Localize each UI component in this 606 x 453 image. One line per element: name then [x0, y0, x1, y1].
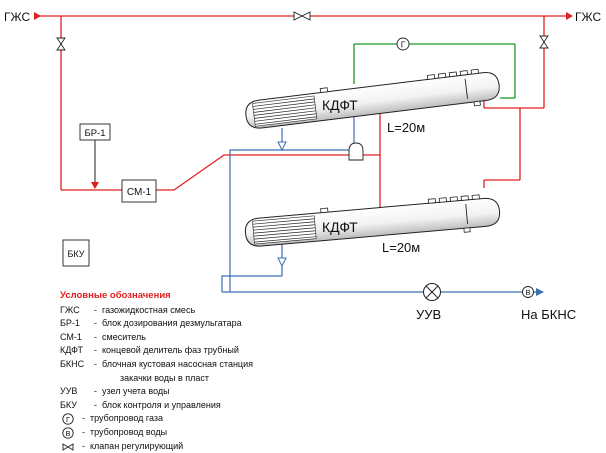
legend-description: - блок контроля и управления — [94, 399, 221, 410]
water-pipe-symbol-icon: В — [62, 427, 74, 439]
kdft-top-label: КДФТ — [322, 97, 358, 113]
water-lines — [221, 116, 536, 293]
outlet-arrow-right — [566, 12, 573, 20]
legend-description: - трубопровод воды — [82, 426, 168, 437]
inlet-label-gzs: ГЖС — [4, 10, 30, 24]
kdft-top-vessel[interactable] — [244, 67, 501, 134]
legend-item-uuv: УУВ - узел учета воды — [60, 385, 360, 399]
legend-code: БКНС — [60, 358, 85, 369]
water-direction-arrows — [277, 141, 287, 268]
svg-text:БР-1: БР-1 — [84, 128, 105, 139]
outlet-label-gzs: ГЖС — [575, 10, 601, 24]
uuv-label: УУВ — [416, 307, 441, 322]
legend-item-kdft: КДФТ - концевой делитель фаз трубный — [60, 344, 360, 358]
svg-text:Г: Г — [401, 40, 406, 50]
gas-pipe-symbol-icon: Г — [62, 413, 74, 425]
legend-description: - блочная кустовая насосная станция — [94, 358, 253, 369]
sm1-mixer[interactable]: СМ-1 — [121, 179, 157, 203]
legend-symbol-gas: Г - трубопровод газа — [60, 412, 360, 426]
water-meter-symbol[interactable] — [423, 283, 441, 301]
legend-description: - клапан регулирующий — [82, 440, 184, 451]
svg-text:В: В — [65, 429, 70, 438]
legend-item-sm1: СМ-1 - смеситель — [60, 331, 360, 345]
legend-description: - блок дозирования дезмульгатара — [94, 318, 242, 329]
legend-code: ГЖС — [60, 304, 80, 315]
kdft-bottom-vessel[interactable] — [244, 193, 501, 251]
legend-code: КДФТ — [60, 345, 83, 356]
gas-line-marker: Г — [396, 37, 410, 51]
br1-block[interactable]: БР-1 — [79, 123, 111, 141]
valve-left-vertical[interactable] — [56, 37, 66, 51]
legend-item-bkns: БКНС - блочная кустовая насосная станция — [60, 358, 360, 372]
dosing-line — [91, 140, 99, 189]
legend-title: Условные обозначения — [60, 290, 171, 301]
bkns-label: На БКНС — [521, 307, 576, 322]
svg-text:СМ-1: СМ-1 — [127, 187, 152, 198]
legend-code: СМ-1 — [60, 331, 82, 342]
legend-description: - концевой делитель фаз трубный — [94, 345, 239, 356]
legend-item-gzs: ГЖС - газожидкостная смесь — [60, 304, 360, 318]
gas-line — [353, 43, 516, 99]
separator-tank — [348, 142, 364, 161]
legend-symbol-valve: - клапан регулирующий — [60, 440, 360, 453]
valve-right-vertical[interactable] — [539, 35, 549, 49]
legend-code: УУВ — [60, 386, 78, 397]
bku-block[interactable]: БКУ — [62, 239, 90, 267]
kdft-top-length: L=20м — [387, 120, 425, 135]
legend-code: БКУ — [60, 399, 77, 410]
legend-code: БР-1 — [60, 318, 80, 329]
legend-description: - смеситель — [94, 331, 146, 342]
kdft-bottom-label: КДФТ — [322, 219, 358, 235]
legend-item-bkns-continued: закачки воды в пласт — [60, 372, 360, 386]
valve-symbol-icon — [62, 442, 74, 451]
legend-description: закачки воды в пласт — [120, 372, 209, 383]
legend-item-br1: БР-1 - блок дозирования дезмульгатара — [60, 317, 360, 331]
svg-text:БКУ: БКУ — [68, 249, 85, 259]
valve-top-center[interactable] — [293, 11, 311, 21]
svg-text:Г: Г — [66, 415, 70, 424]
inlet-arrow-left — [34, 12, 41, 20]
kdft-bottom-length: L=20м — [382, 240, 420, 255]
water-outlet-arrow — [536, 288, 544, 296]
legend-description: - газожидкостная смесь — [94, 304, 196, 315]
legend-item-bku: БКУ - блок контроля и управления — [60, 399, 360, 413]
legend: Условные обозначения ГЖС - газожидкостна… — [60, 289, 360, 453]
svg-text:В: В — [525, 288, 530, 297]
legend-description: - узел учета воды — [94, 386, 170, 397]
legend-description: - трубопровод газа — [82, 413, 164, 424]
water-line-marker: В — [522, 286, 534, 298]
legend-symbol-water: В - трубопровод воды — [60, 426, 360, 440]
